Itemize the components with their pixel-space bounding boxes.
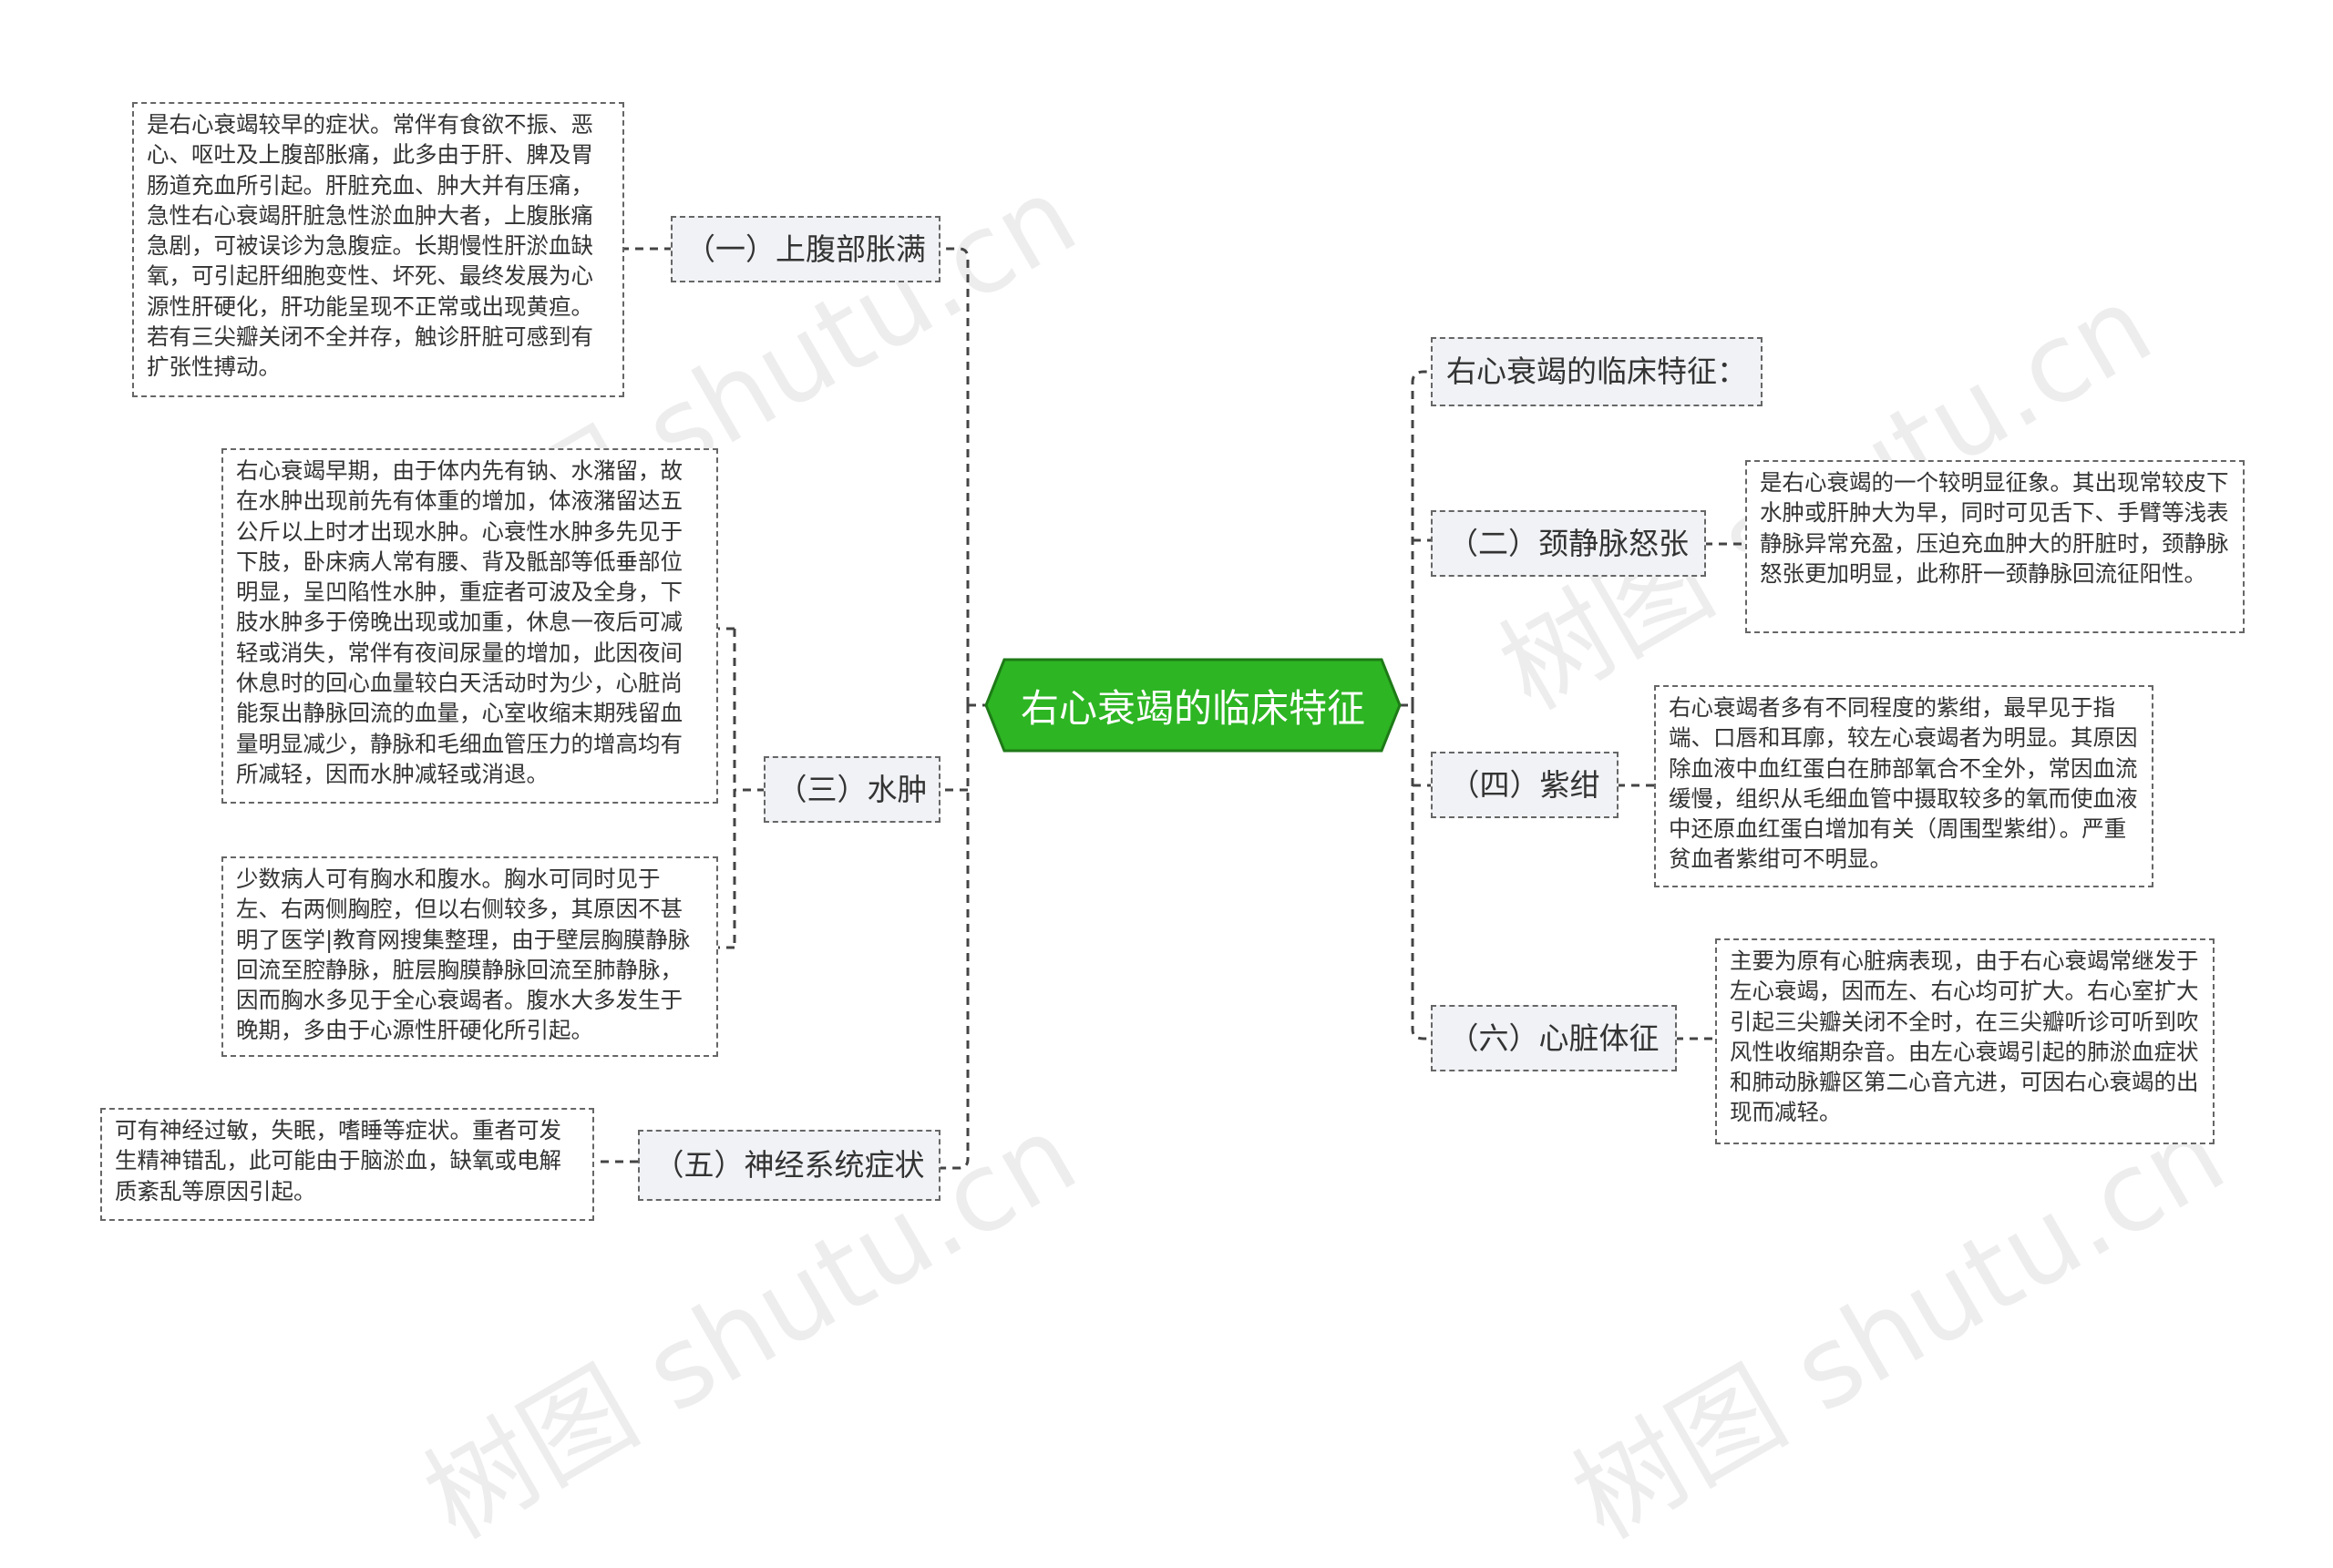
note-cyanosis: 右心衰竭者多有不同程度的紫绀，最早见于指端、口唇和耳廓，较左心衰竭者为明显。其原… — [1654, 685, 2153, 887]
note-edema-early: 右心衰竭早期，由于体内先有钠、水潴留，故在水肿出现前先有体重的增加，体液潴留达五… — [221, 448, 718, 804]
note-upper-abdominal-distension: 是右心衰竭较早的症状。常伴有食欲不振、恶心、呕吐及上腹部胀痛，此多由于肝、脾及胃… — [132, 102, 624, 397]
note-edema-effusion: 少数病人可有胸水和腹水。胸水可同时见于左、右两侧胸腔，但以右侧较多，其原因不甚明… — [221, 856, 718, 1057]
note-cardiac-signs: 主要为原有心脏病表现，由于右心衰竭常继发于左心衰竭，因而左、右心均可扩大。右心室… — [1715, 938, 2215, 1144]
branch-nervous-system[interactable]: （五）神经系统症状 — [638, 1130, 940, 1201]
root-title: 右心衰竭的临床特征 — [1020, 685, 1365, 731]
branch-features-heading[interactable]: 右心衰竭的临床特征： — [1431, 337, 1763, 406]
note-nervous-system: 可有神经过敏，失眠，嗜睡等症状。重者可发生精神错乱，此可能由于脑淤血，缺氧或电解… — [100, 1108, 594, 1221]
branch-upper-abdominal-distension[interactable]: （一）上腹部胀满 — [671, 216, 940, 282]
root-node[interactable]: 右心衰竭的临床特征 — [984, 658, 1402, 753]
mindmap-canvas: 树图 shutu.cn 树图 shutu.cn 树图 shutu.cn 树图 s… — [100, 102, 2245, 1563]
note-jugular-vein-distension: 是右心衰竭的一个较明显征象。其出现常较皮下水肿或肝肿大为早，同时可见舌下、手臂等… — [1745, 460, 2245, 633]
branch-cardiac-signs[interactable]: （六）心脏体征 — [1431, 1005, 1677, 1071]
branch-cyanosis[interactable]: （四）紫绀 — [1431, 752, 1619, 818]
branch-jugular-vein-distension[interactable]: （二）颈静脉怒张 — [1431, 510, 1706, 577]
branch-edema[interactable]: （三）水肿 — [764, 756, 940, 823]
root-shape — [984, 658, 1402, 753]
connector-lines — [592, 247, 1745, 1170]
